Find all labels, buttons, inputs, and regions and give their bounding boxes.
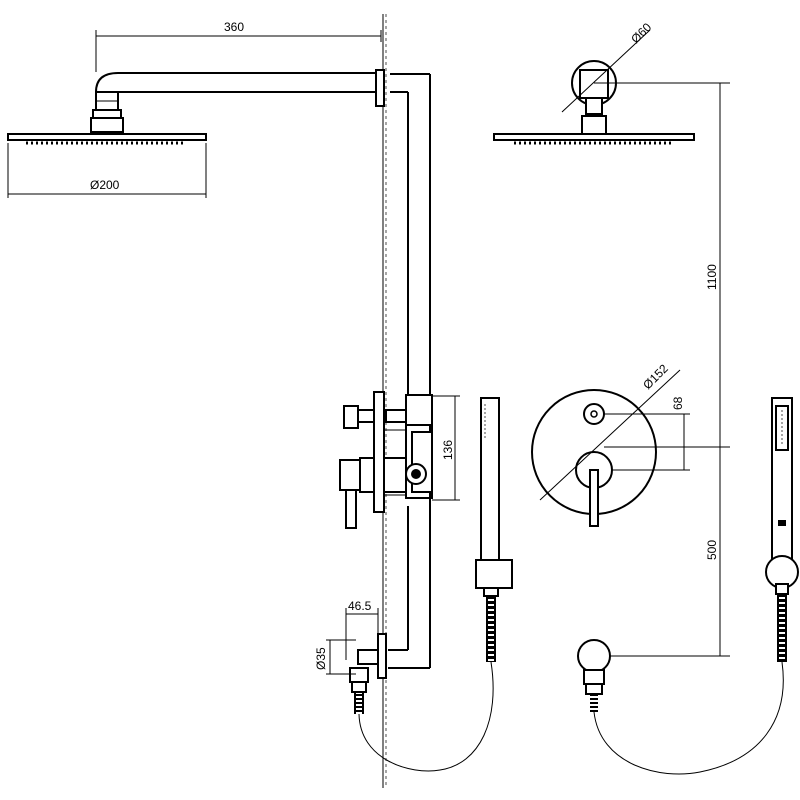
rail-height-label: 1100: [705, 264, 719, 290]
outlet-depth-label: 46.5: [348, 599, 372, 613]
riser-rail: [388, 73, 431, 669]
valve-spacing-label: 68: [671, 396, 685, 410]
wall-outlet-front: [577, 639, 611, 712]
shower-arm: [90, 69, 385, 133]
hose-side: [358, 661, 494, 772]
rain-head-side: [7, 133, 207, 145]
outlet-height-label: 500: [705, 540, 719, 560]
dimension-arm-length: 360: [95, 20, 382, 72]
dimension-valve-depth: 136: [432, 395, 460, 501]
flange-diameter-label: Ø60: [628, 20, 654, 46]
plate-diameter-label: Ø152: [640, 361, 671, 392]
rain-head-front: [493, 60, 695, 145]
dimension-valve-spacing: 68: [604, 396, 690, 471]
dimension-outlet-diameter: Ø35: [314, 639, 356, 675]
dimension-rail-height: 1100: [594, 82, 730, 448]
front-view: Ø60 1100 500 Ø152: [493, 20, 799, 775]
head-diameter-label: Ø200: [90, 178, 120, 192]
dimension-outlet-height: 500: [604, 447, 730, 657]
dimension-outlet-depth: 46.5: [345, 599, 379, 660]
valve-depth-label: 136: [441, 440, 455, 460]
dimension-head-diameter: Ø200: [7, 143, 207, 198]
concealed-valve-side: [339, 391, 433, 529]
hand-shower-side: [475, 397, 513, 662]
hand-shower-front: [765, 397, 799, 662]
side-view: 360 Ø200: [7, 14, 513, 788]
valve-plate-front: [531, 389, 657, 527]
wall-outlet-side: [349, 633, 387, 714]
outlet-diameter-label: Ø35: [314, 647, 328, 670]
hose-front: [593, 661, 784, 775]
arm-length-label: 360: [224, 20, 244, 34]
